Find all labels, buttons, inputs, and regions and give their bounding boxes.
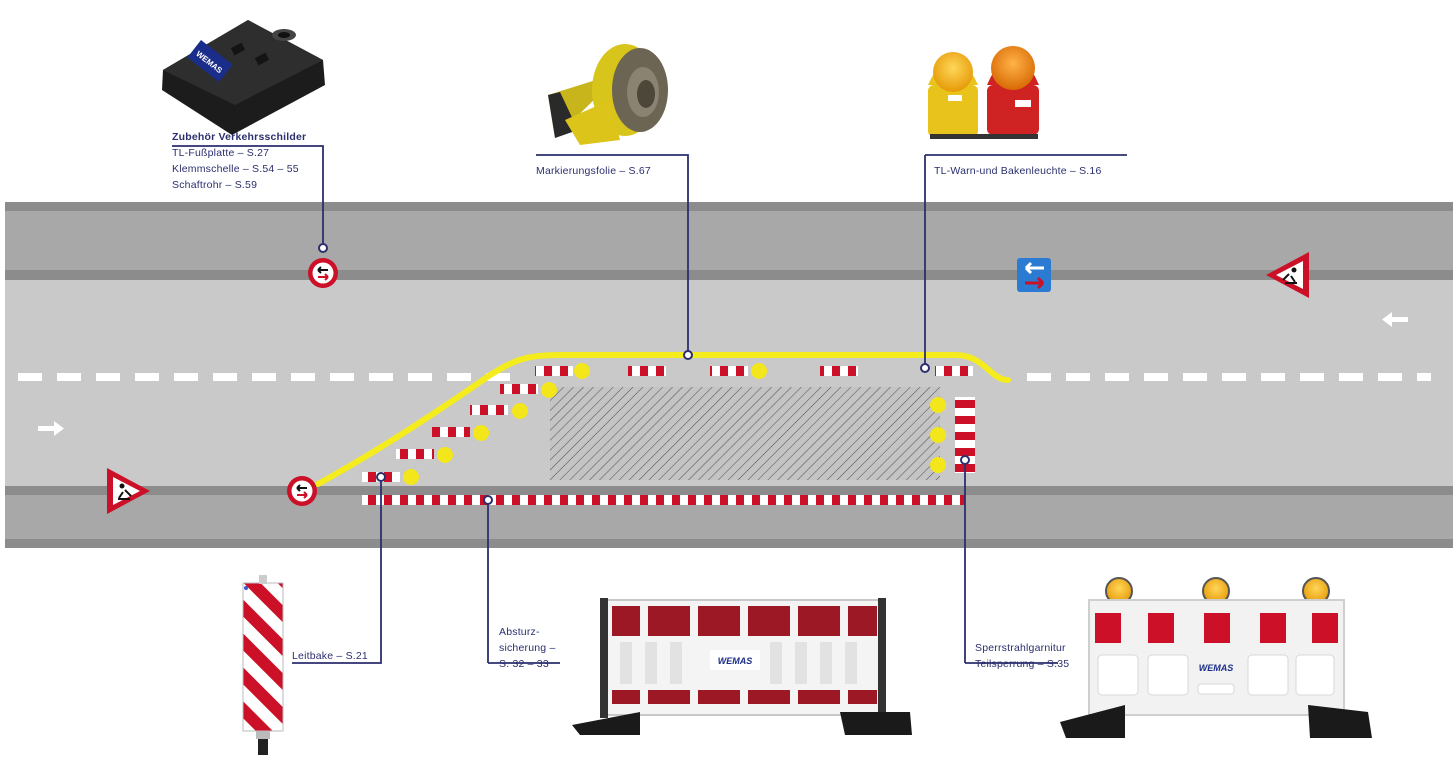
closure-logo: WEMAS bbox=[1199, 663, 1234, 673]
label-markierungsfolie: Markierungsfolie – S.67 bbox=[536, 163, 651, 179]
sperr-line-2: Teilsperrung – S.35 bbox=[975, 656, 1069, 672]
two-way-traffic-sign-top bbox=[308, 258, 338, 288]
marking-tape-image bbox=[548, 44, 668, 145]
fall-protection-barrier bbox=[362, 495, 965, 505]
lane-change-sign bbox=[1017, 258, 1051, 292]
closure-barrier-image: WEMAS bbox=[1060, 578, 1372, 738]
guide-beacon-image bbox=[243, 575, 283, 755]
warning-lamps-image bbox=[928, 46, 1039, 139]
barrier-logo: WEMAS bbox=[718, 656, 753, 666]
label-leitbake: Leitbake – S.21 bbox=[292, 648, 368, 664]
fall-barrier-image: WEMAS bbox=[572, 598, 912, 735]
label-sperrstrahlgarnitur: Sperrstrahlgarnitur Teilsperrung – S.35 bbox=[975, 640, 1069, 672]
sperr-line-1: Sperrstrahlgarnitur bbox=[975, 640, 1069, 656]
absturz-line-1: Absturz- bbox=[499, 624, 555, 640]
absturz-line-2: sicherung – bbox=[499, 640, 555, 656]
absturz-line-3: S. 32 – 33 bbox=[499, 656, 555, 672]
base-plate-image: WEMAS bbox=[162, 20, 325, 135]
zubehoer-item-schaftrohr: Schaftrohr – S.59 bbox=[172, 177, 306, 193]
work-zone-area bbox=[550, 387, 940, 480]
zubehoer-title: Zubehör Verkehrsschilder bbox=[172, 129, 306, 145]
zubehoer-item-klemmschelle: Klemmschelle – S.54 – 55 bbox=[172, 161, 306, 177]
zubehoer-item-fussplatte: TL-Fußplatte – S.27 bbox=[172, 145, 306, 161]
two-way-traffic-sign-bottom bbox=[287, 476, 317, 506]
label-absturzsicherung: Absturz- sicherung – S. 32 – 33 bbox=[499, 624, 555, 672]
label-zubehoer: Zubehör Verkehrsschilder TL-Fußplatte – … bbox=[172, 129, 306, 193]
label-warnleuchte: TL-Warn-und Bakenleuchte – S.16 bbox=[934, 163, 1101, 179]
